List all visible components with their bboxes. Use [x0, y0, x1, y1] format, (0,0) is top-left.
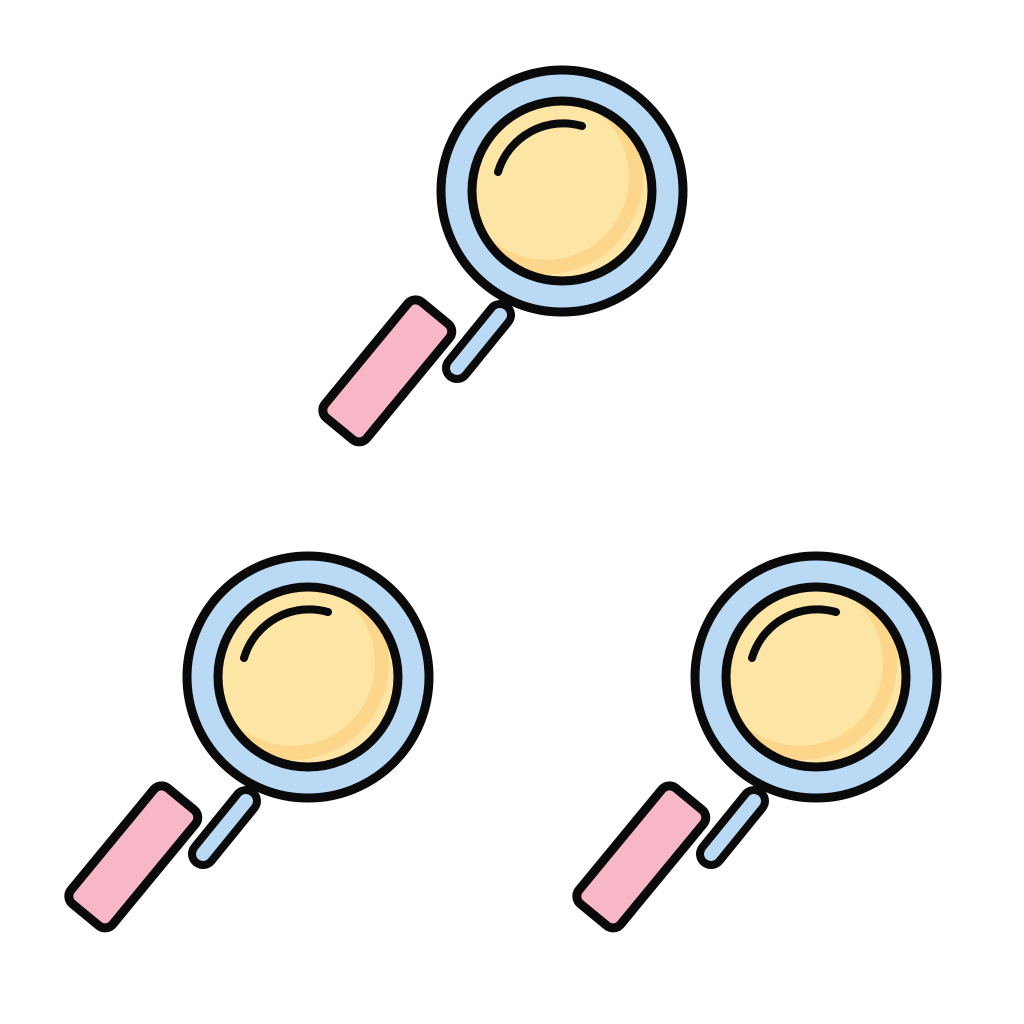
magnifying-glass-icon: [65, 556, 429, 932]
magnifying-glass-icon: [573, 556, 937, 932]
magnifying-glass-icon: [319, 70, 683, 446]
